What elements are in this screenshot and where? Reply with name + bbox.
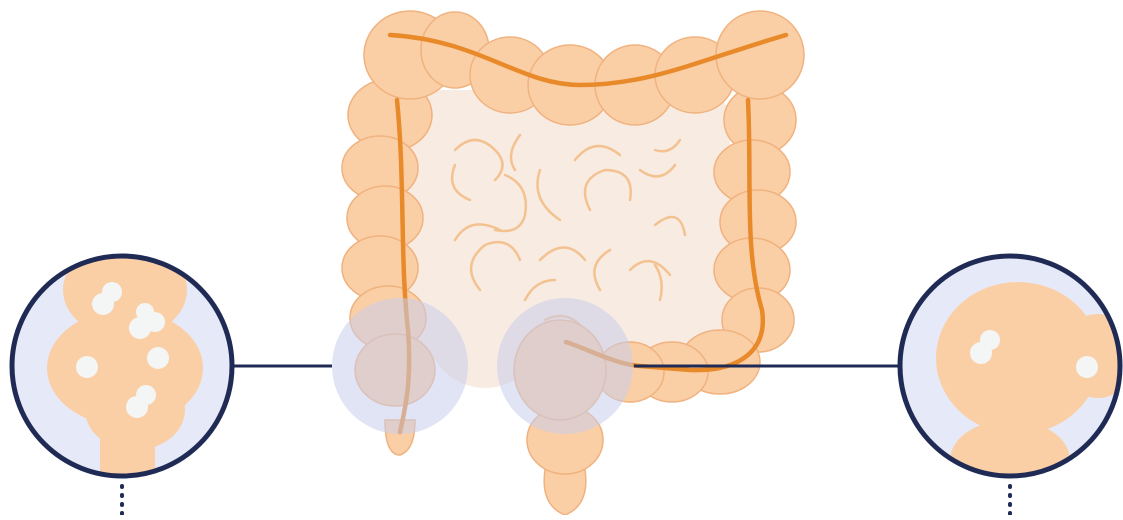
magnifier-left — [12, 242, 232, 515]
highlight-circle-right — [497, 298, 633, 434]
highlight-circle-left — [332, 298, 468, 434]
magnifier-right — [900, 256, 1123, 515]
